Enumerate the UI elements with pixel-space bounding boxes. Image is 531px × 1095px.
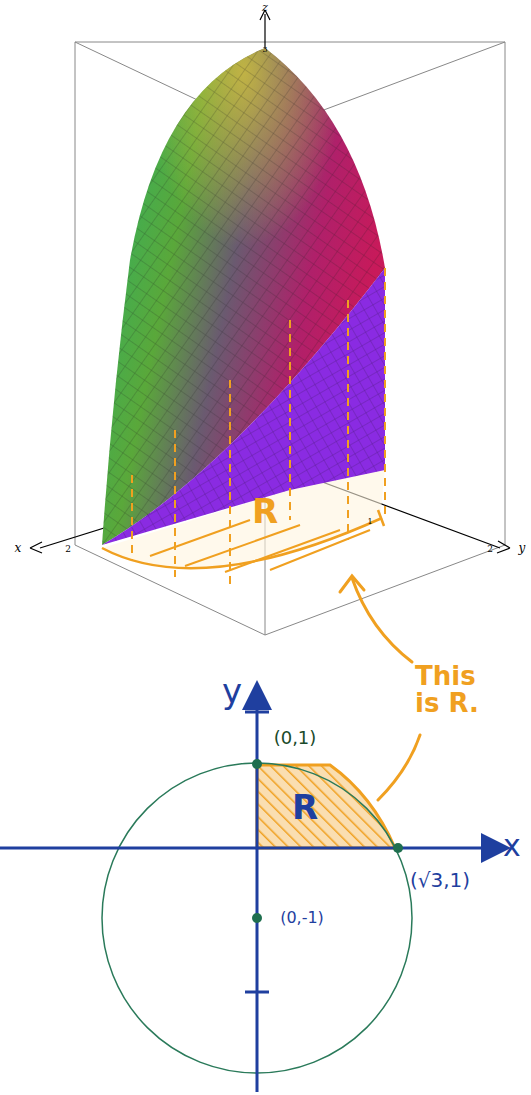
- axis-label: x: [15, 542, 22, 555]
- axis-label: z: [262, 2, 268, 14]
- point-label: (0,1): [274, 729, 317, 748]
- tick-label: 3: [262, 46, 267, 54]
- tick-label: 1: [367, 518, 372, 526]
- tick-label: 2: [65, 545, 71, 554]
- region-label: R: [252, 494, 278, 530]
- axis-label: y: [519, 542, 526, 555]
- region-label: R: [292, 790, 318, 826]
- point-label: (√3,1): [410, 870, 470, 891]
- axis-label: y: [222, 674, 242, 710]
- point-label: (0,-1): [280, 910, 324, 927]
- tick-label: 2: [487, 545, 493, 554]
- callout-note: This is R.: [415, 663, 495, 718]
- axis-label: x: [503, 830, 521, 862]
